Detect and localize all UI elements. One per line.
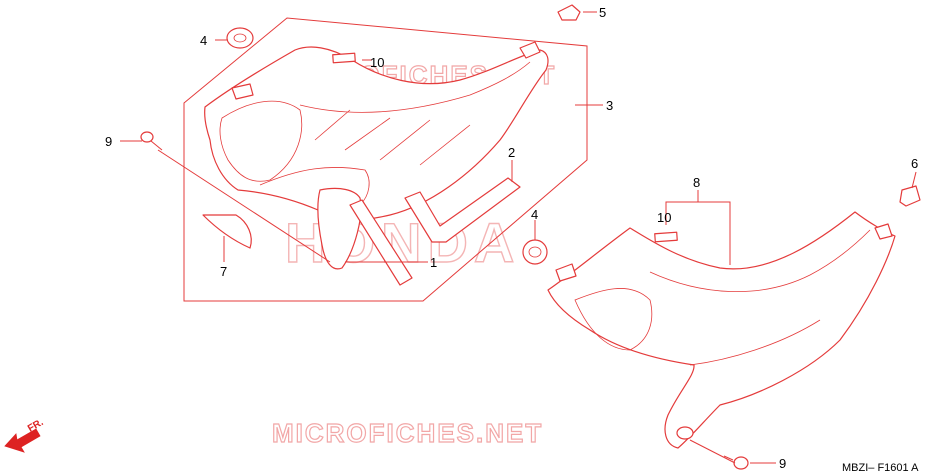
part-9-screw-left (140, 131, 163, 151)
callout-4-mid: 4 (531, 207, 538, 222)
callout-2: 2 (508, 145, 515, 160)
watermark-site-bottom: MICROFICHES.NET (272, 418, 543, 448)
part-2-seal (404, 177, 521, 243)
callout-1: 1 (430, 255, 437, 270)
front-direction-arrow: FR. (4, 417, 46, 453)
part-4-grommet-mid (522, 239, 548, 265)
callout-6: 6 (911, 156, 918, 171)
right-side-cover (547, 211, 896, 449)
part-10-label-right (654, 231, 678, 243)
callout-9-left: 9 (105, 134, 112, 149)
front-direction-label: FR. (26, 417, 46, 435)
diagram-code: MBZI– F1601 A (842, 462, 919, 474)
part-9-screw-right (723, 455, 749, 470)
assembly-box (183, 17, 588, 302)
part-6-clip (899, 185, 921, 207)
callout-10-left: 10 (370, 55, 384, 70)
callout-9-right: 9 (779, 456, 786, 471)
part-10-label-left (332, 52, 356, 64)
left-side-cover (204, 41, 549, 270)
callout-5: 5 (599, 5, 606, 20)
leader-lines (120, 11, 917, 464)
part-5-clip (557, 4, 581, 21)
callout-8: 8 (693, 175, 700, 190)
callout-10-right: 10 (657, 210, 671, 225)
callout-3: 3 (606, 98, 613, 113)
part-1-strip (349, 199, 413, 286)
callout-4-top: 4 (200, 33, 207, 48)
callout-7: 7 (220, 264, 227, 279)
part-7-pad (202, 214, 252, 249)
part-4-grommet-top (226, 27, 254, 49)
